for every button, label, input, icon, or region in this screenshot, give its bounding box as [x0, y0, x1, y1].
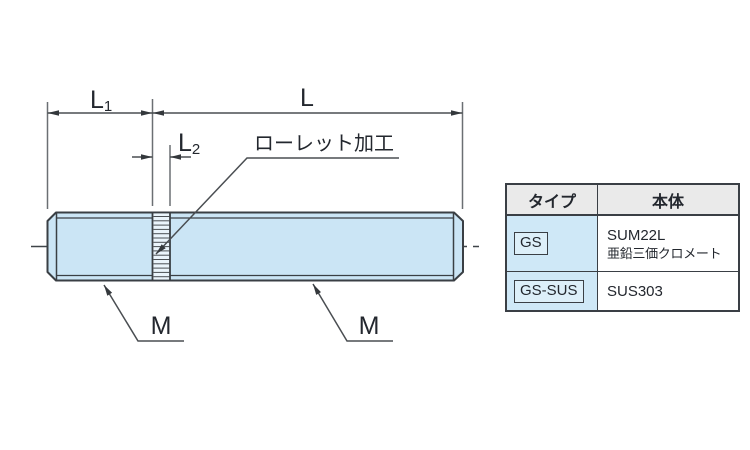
dim-label-l1: L1 [90, 86, 112, 115]
spec-table: タイプ 本体 GS SUM22L 亜鉛三価クロメート GS-SUS SUS303 [505, 183, 740, 312]
dimension-l1 [47, 110, 153, 116]
header-body-label: 本体 [651, 193, 684, 211]
type-badge-gs: GS [514, 232, 548, 255]
dim-label-l: L [300, 84, 314, 112]
knurl-note-label: ローレット加工 [254, 132, 394, 155]
gs-body-finish: 亜鉛三価クロメート [607, 245, 722, 261]
knurl-band [151, 211, 171, 282]
type-badge-gs-sus: GS-SUS [514, 279, 584, 303]
spec-table-header-type: タイプ [507, 185, 598, 216]
table-row-gssus-body: SUS303 [598, 272, 738, 310]
gssus-body-material: SUS303 [607, 282, 663, 300]
dim-label-l2: L2 [178, 129, 200, 158]
shaft-body [46, 211, 464, 282]
knurl-leader [155, 157, 399, 255]
table-row-gs-body: SUM22L 亜鉛三価クロメート [598, 216, 738, 272]
thread-leader-left [103, 284, 184, 342]
thread-label-left: M [151, 312, 172, 340]
header-type-label: タイプ [527, 193, 576, 211]
thread-label-right: M [359, 312, 380, 340]
extension-lines [46, 99, 464, 209]
thread-leader-right [312, 283, 393, 342]
table-row-gssus-type: GS-SUS [507, 272, 598, 310]
gs-body-material: SUM22L [607, 226, 666, 244]
spec-table-header-body: 本体 [598, 185, 738, 216]
dimension-l2 [132, 154, 191, 160]
dimension-l [152, 110, 463, 116]
table-row-gs-type: GS [507, 216, 598, 272]
